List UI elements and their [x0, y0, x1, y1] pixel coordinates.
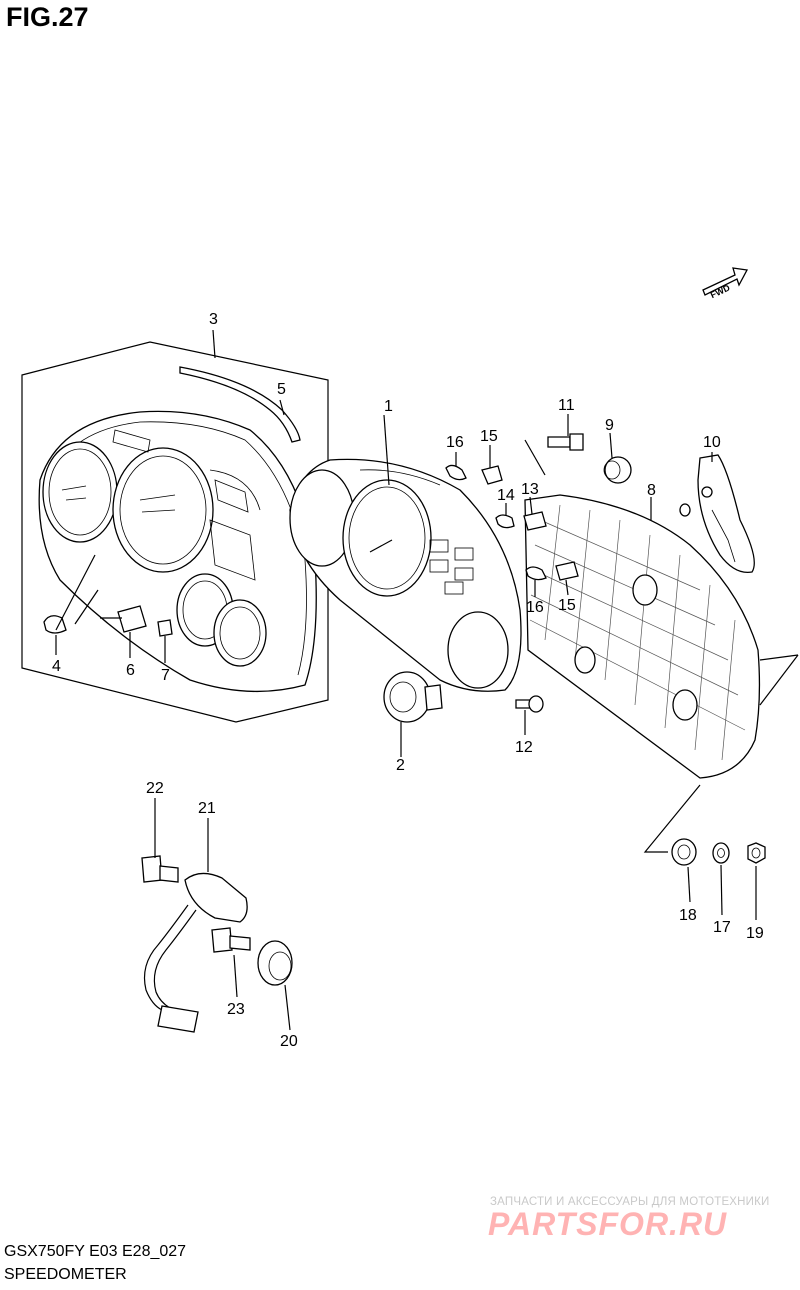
part-9-grommet: [603, 456, 632, 484]
callout-3: 3: [209, 311, 218, 328]
callout-14: 14: [497, 487, 515, 504]
callout-5: 5: [277, 381, 286, 398]
part-8-lower-case: [524, 494, 761, 779]
part-20-rotor: [257, 940, 293, 986]
callout-17: 17: [713, 919, 731, 936]
callout-22: 22: [146, 780, 164, 797]
callout-19: 19: [746, 925, 764, 942]
part-16-bulb-upper: [445, 464, 467, 481]
part-21-speed-sensor: [143, 872, 248, 1033]
callout-10: 10: [703, 434, 721, 451]
watermark-tagline: ЗАПЧАСТИ И АКСЕССУАРЫ ДЛЯ МОТОТЕХНИКИ: [490, 1196, 770, 1208]
callout-11: 11: [558, 397, 575, 414]
callout-12: 12: [515, 739, 533, 756]
part-15-socket-upper: [481, 465, 503, 485]
callout-7: 7: [161, 667, 170, 684]
part-2-reset-knob: [383, 671, 443, 723]
callout-2: 2: [396, 757, 405, 774]
part-5-trim-strip: [179, 366, 301, 443]
section-name: SPEEDOMETER: [4, 1266, 127, 1283]
part-14-bulb: [495, 514, 515, 529]
callout-23: 23: [227, 1001, 245, 1018]
part-18-cushion: [671, 838, 697, 866]
callout-18: 18: [679, 907, 697, 924]
callout-1: 1: [384, 398, 393, 415]
part-12-screw: [515, 695, 544, 713]
callout-20: 20: [280, 1033, 298, 1050]
part-1-meter-assembly: [289, 458, 522, 692]
part-16-bulb-lower: [525, 566, 547, 581]
part-6-socket: [117, 605, 147, 633]
part-3-meter-case: [21, 341, 329, 723]
callout-16-lower: 16: [526, 599, 544, 616]
part-7-screw: [157, 619, 173, 637]
part-19-nut: [747, 842, 766, 864]
callout-6: 6: [126, 662, 135, 679]
callout-15-upper: 15: [480, 428, 498, 445]
callout-13: 13: [521, 481, 539, 498]
callout-9: 9: [605, 417, 614, 434]
callout-16-upper: 16: [446, 434, 464, 451]
leader-lines: [55, 329, 799, 1031]
part-10-bracket: [697, 454, 755, 574]
model-code: GSX750FY E03 E28_027: [4, 1243, 187, 1260]
fwd-direction-arrow-icon: FWD: [702, 267, 749, 300]
watermark-brand: PARTSFOR.RU: [488, 1206, 728, 1242]
part-17-washer: [712, 842, 730, 864]
callout-8: 8: [647, 482, 656, 499]
part-11-screw: [547, 433, 584, 451]
figure-title: FIG.27: [6, 2, 89, 32]
callout-21: 21: [198, 800, 216, 817]
part-22-bolt: [141, 855, 179, 883]
part-13-socket: [523, 511, 547, 531]
part-15-socket-lower: [555, 561, 579, 581]
callout-15-lower: 15: [558, 597, 576, 614]
part-23-bolt: [211, 927, 251, 953]
callout-4: 4: [52, 658, 61, 675]
callout-labels: 1 2 3 4 5 6 7 8 9 10 11 12 13 14 15 15 1…: [52, 311, 764, 1050]
